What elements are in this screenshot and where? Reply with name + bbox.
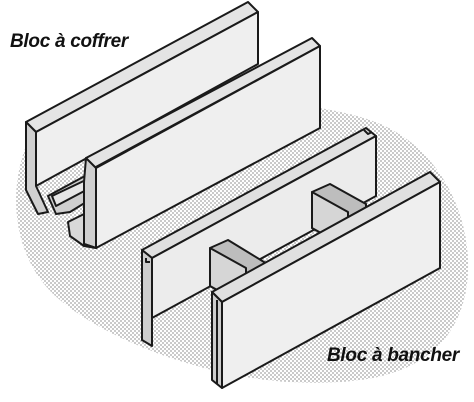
bancher-back-panel-end bbox=[141, 249, 153, 347]
bancher-top-notch bbox=[363, 129, 373, 135]
bloc-a-bancher bbox=[141, 127, 441, 389]
bancher-back-notch bbox=[145, 258, 150, 263]
label-bloc-a-bancher: Bloc à bancher bbox=[327, 345, 460, 366]
label-bloc-a-coffrer: Bloc à coffrer bbox=[10, 31, 128, 52]
coffrer-back-wall-end bbox=[25, 121, 49, 215]
bloc-a-coffrer bbox=[25, 1, 321, 249]
coffrer-foot bbox=[67, 213, 97, 249]
coffrer-front-wall-end bbox=[83, 157, 97, 249]
